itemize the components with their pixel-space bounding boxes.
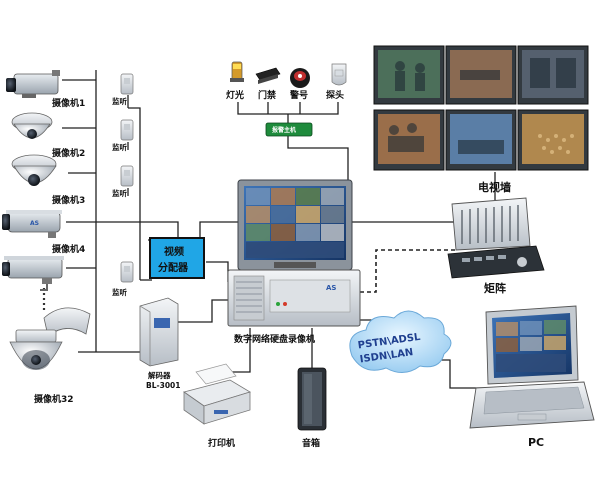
- door-access-label: 门禁: [258, 89, 276, 101]
- video-splitter-line1: 视频: [164, 245, 184, 258]
- camera-1-label: 摄像机1: [52, 97, 85, 109]
- listener-1: [120, 73, 134, 95]
- camera-2: [11, 112, 53, 139]
- camera-3: [11, 154, 57, 186]
- camera-4-label: 摄像机4: [52, 243, 85, 255]
- decoder-label: 解码器: [148, 370, 171, 380]
- tv-wall: [373, 45, 589, 171]
- camera-3-label: 摄像机3: [52, 194, 85, 206]
- matrix: [447, 197, 545, 279]
- siren-icon: [290, 68, 310, 88]
- listener-2: [120, 119, 134, 141]
- listener-4: [120, 261, 134, 283]
- detector-label: 探头: [326, 89, 344, 101]
- video-splitter: 视频 分配器: [149, 237, 205, 279]
- dvr-label: 数字网络硬盘录像机: [234, 333, 315, 345]
- alarm-light-label: 灯光: [226, 89, 244, 101]
- decoder-model: BL-3001: [146, 381, 180, 390]
- alarm-light-icon: [230, 61, 244, 82]
- listener-1-label: 监听: [112, 96, 127, 106]
- camera-32-label: 摄像机32: [34, 393, 74, 405]
- camera-2-label: 摄像机2: [52, 147, 85, 159]
- speaker: [297, 367, 327, 431]
- pc-label: PC: [528, 436, 544, 449]
- dvr-rack: AS: [227, 269, 361, 327]
- listener-3-label: 监听: [112, 188, 127, 198]
- network-cloud: PSTN\ADSL ISDN\LAN: [349, 310, 452, 373]
- alarm-host-label: 报警主机: [272, 126, 296, 134]
- printer: [183, 363, 251, 425]
- camera-32-ptz: [9, 307, 91, 370]
- dvr-monitor: [237, 179, 353, 271]
- door-access-icon: [255, 67, 281, 84]
- listener-3: [120, 165, 134, 187]
- tv-wall-label: 电视墙: [478, 180, 511, 194]
- listener-2-label: 监听: [112, 142, 127, 152]
- siren-label: 警号: [290, 89, 308, 101]
- svg-text:AS: AS: [30, 220, 39, 227]
- speaker-label: 音箱: [302, 437, 320, 449]
- matrix-label: 矩阵: [484, 281, 506, 295]
- printer-label: 打印机: [208, 437, 235, 449]
- video-splitter-line2: 分配器: [158, 261, 189, 274]
- detector-icon: [331, 63, 347, 86]
- camera-1: [6, 70, 60, 98]
- decoder: [139, 297, 179, 367]
- camera-4-bullet: AS: [2, 210, 62, 238]
- alarm-host: 报警主机: [265, 122, 313, 137]
- svg-text:AS: AS: [326, 284, 336, 292]
- listener-4-label: 监听: [112, 287, 127, 297]
- camera-4: [2, 256, 64, 291]
- pc-laptop: [469, 305, 595, 429]
